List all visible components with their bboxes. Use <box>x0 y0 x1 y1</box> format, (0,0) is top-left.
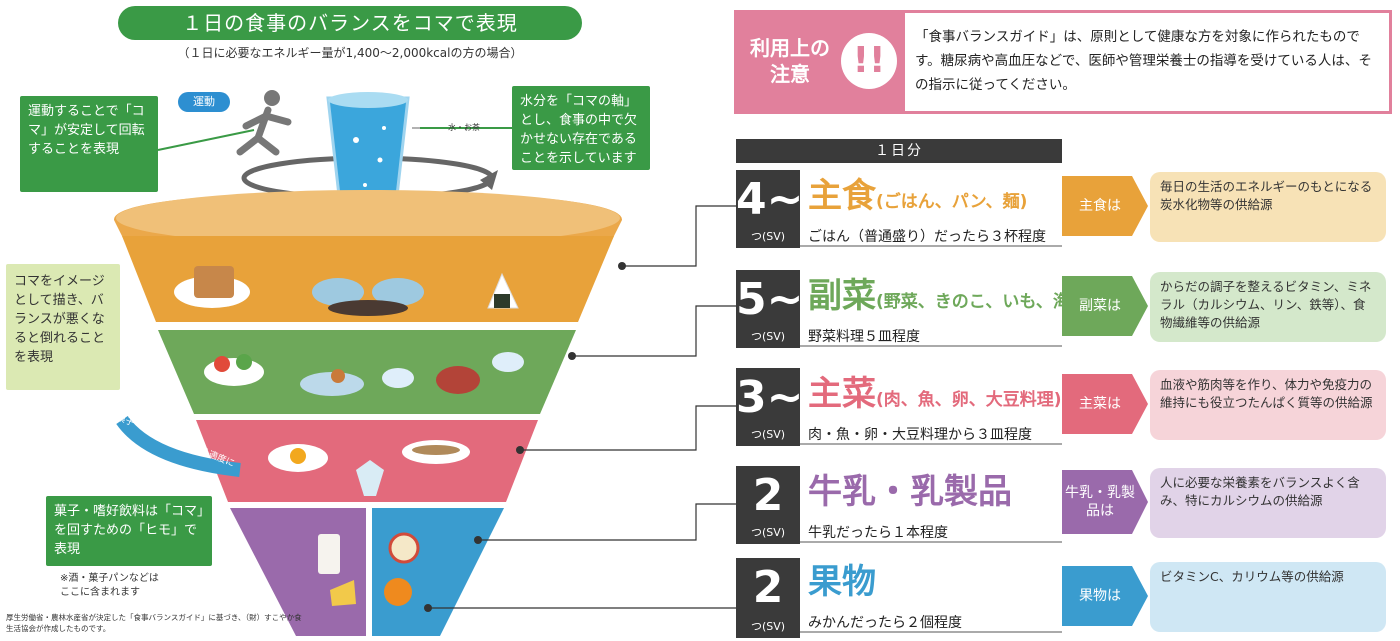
snacks-note: ※酒・菓子パンなどは ここに含まれます <box>60 573 159 598</box>
servings-unit: つ(SV) <box>750 230 786 243</box>
category-shushoku: 主食(ごはん、パン、麺) <box>808 176 1027 222</box>
koma-top-face <box>116 190 620 246</box>
arrow-fruit <box>1062 566 1148 626</box>
veggie-dish-icon <box>300 372 364 396</box>
serving-desc-shusai: 肉・魚・卵・大豆料理から３皿程度 <box>808 427 1032 443</box>
caution-label-block: 利用上の注意 !! <box>737 13 905 111</box>
milk-glass-icon <box>318 534 340 574</box>
info-dairy: 人に必要な栄養素をバランスよく含み、特にカルシウムの供給源 <box>1150 468 1386 538</box>
servings-value: 5~6 <box>736 274 835 325</box>
small-bowl-icon-2 <box>492 352 524 372</box>
category-name: 主食 <box>808 176 876 216</box>
category-name: 主菜 <box>808 374 876 414</box>
servings-box-shushoku: 4~5 つ(SV) <box>736 170 835 248</box>
day-header: １日分 <box>736 139 1062 163</box>
serving-desc-shushoku: ごはん（普通盛り）だったら３杯程度 <box>808 229 1046 245</box>
category-shusai: 主菜(肉、魚、卵、大豆料理) <box>808 374 1062 420</box>
servings-value: 4~5 <box>736 174 835 225</box>
servings-unit: つ(SV) <box>750 526 786 539</box>
servings-box-fukusai: 5~6 つ(SV) <box>736 270 835 348</box>
servings-box-fruit: 2 つ(SV) <box>736 558 800 638</box>
category-name: 副菜 <box>808 276 876 316</box>
exercise-tag: 運動 <box>178 92 230 112</box>
arrow-dairy <box>1062 470 1148 534</box>
caution-text: 「食事バランスガイド」は、原則として健康な方を対象に作られたものです。糖尿病や高… <box>915 29 1372 93</box>
rotation-arrow-icon <box>480 170 498 190</box>
water-tag: 水・お茶 <box>448 123 480 132</box>
category-fruit: 果物 <box>808 562 876 608</box>
category-dairy: 牛乳・乳製品 <box>808 472 1012 518</box>
tofu-icon <box>356 460 384 496</box>
servings-value: 3~4 <box>736 372 835 423</box>
serving-desc-fruit: みかんだったら２個程度 <box>808 615 962 631</box>
servings-unit: つ(SV) <box>750 620 786 633</box>
koma-illustration <box>113 90 623 636</box>
layer-shusai <box>196 420 538 502</box>
rice-bowl-icon <box>312 278 364 306</box>
info-shushoku: 毎日の生活のエネルギーのもとになる炭水化物等の供給源 <box>1150 172 1386 242</box>
servings-unit: つ(SV) <box>750 330 786 343</box>
servings-value: 2 <box>752 562 784 613</box>
snacks-callout: 菓子・嗜好飲料は「コマ」を回すための「ヒモ」で表現 <box>46 496 212 566</box>
info-fruit: ビタミンC、カリウム等の供給源 <box>1150 562 1386 632</box>
servings-box-dairy: 2 つ(SV) <box>736 466 800 544</box>
arrow-label-fruit: 果物は <box>1079 588 1121 604</box>
caution-label: 利用上の注意 <box>750 36 830 86</box>
soup-bowl-icon <box>436 366 480 394</box>
category-name: 果物 <box>808 562 876 602</box>
layer-fukusai <box>158 330 576 414</box>
runner-icon <box>236 90 292 156</box>
category-name: 牛乳・乳製品 <box>808 472 1012 512</box>
exercise-callout: 運動することで「コマ」が安定して回転することを表現 <box>20 96 158 192</box>
mandarin-icon <box>384 578 412 606</box>
apple-icon <box>388 532 420 564</box>
exclamation-icon: !! <box>841 33 897 89</box>
balance-callout: コマをイメージとして描き、バランスが悪くなると倒れることを表現 <box>6 264 120 390</box>
servings-box-shusai: 3~4 つ(SV) <box>736 368 835 446</box>
small-bowl-icon <box>382 368 414 388</box>
arrow-label-dairy: 牛乳・乳製品は <box>1065 485 1135 519</box>
cheese-icon <box>330 580 356 606</box>
arrow-fukusai <box>1062 276 1148 336</box>
category-examples: (肉、魚、卵、大豆料理) <box>876 390 1062 410</box>
servings-unit: つ(SV) <box>750 428 786 441</box>
rice-bowl-icon-2 <box>372 278 424 306</box>
servings-value: 2 <box>752 470 784 521</box>
arrow-label-shushoku: 主食は <box>1079 198 1121 214</box>
arrow-label-shusai: 主菜は <box>1079 396 1121 412</box>
toast-icon <box>194 266 234 298</box>
arrow-shusai <box>1062 374 1148 434</box>
diagram-title: １日の食事のバランスをコマで表現 <box>118 6 582 40</box>
caution-box: 利用上の注意 !! 「食事バランスガイド」は、原則として健康な方を対象に作られた… <box>734 10 1392 114</box>
info-fukusai: からだの調子を整えるビタミン、ミネラル（カルシウム、リン、鉄等）、食物繊維等の供… <box>1150 272 1386 342</box>
arrow-label-fukusai: 副菜は <box>1079 298 1121 314</box>
arrow-shushoku <box>1062 176 1148 236</box>
serving-desc-dairy: 牛乳だったら１本程度 <box>808 525 948 541</box>
snack-rope <box>116 415 241 477</box>
source-note: 厚生労働省・農林水産省が決定した「食事バランスガイド」に基づき、（財）すこやか食… <box>6 613 302 633</box>
category-examples: (ごはん、パン、麺) <box>876 192 1028 212</box>
diagram-subtitle: （１日に必要なエネルギー量が1,400～2,000kcalの方の場合） <box>177 46 523 60</box>
water-surface <box>328 92 408 108</box>
water-callout: 水分を「コマの軸」とし、食事の中で欠かせない存在であることを示しています <box>512 86 650 170</box>
info-shusai: 血液や筋肉等を作り、体力や免疫力の維持にも役立つたんぱく質等の供給源 <box>1150 370 1386 440</box>
serving-desc-fukusai: 野菜料理５皿程度 <box>808 329 920 345</box>
